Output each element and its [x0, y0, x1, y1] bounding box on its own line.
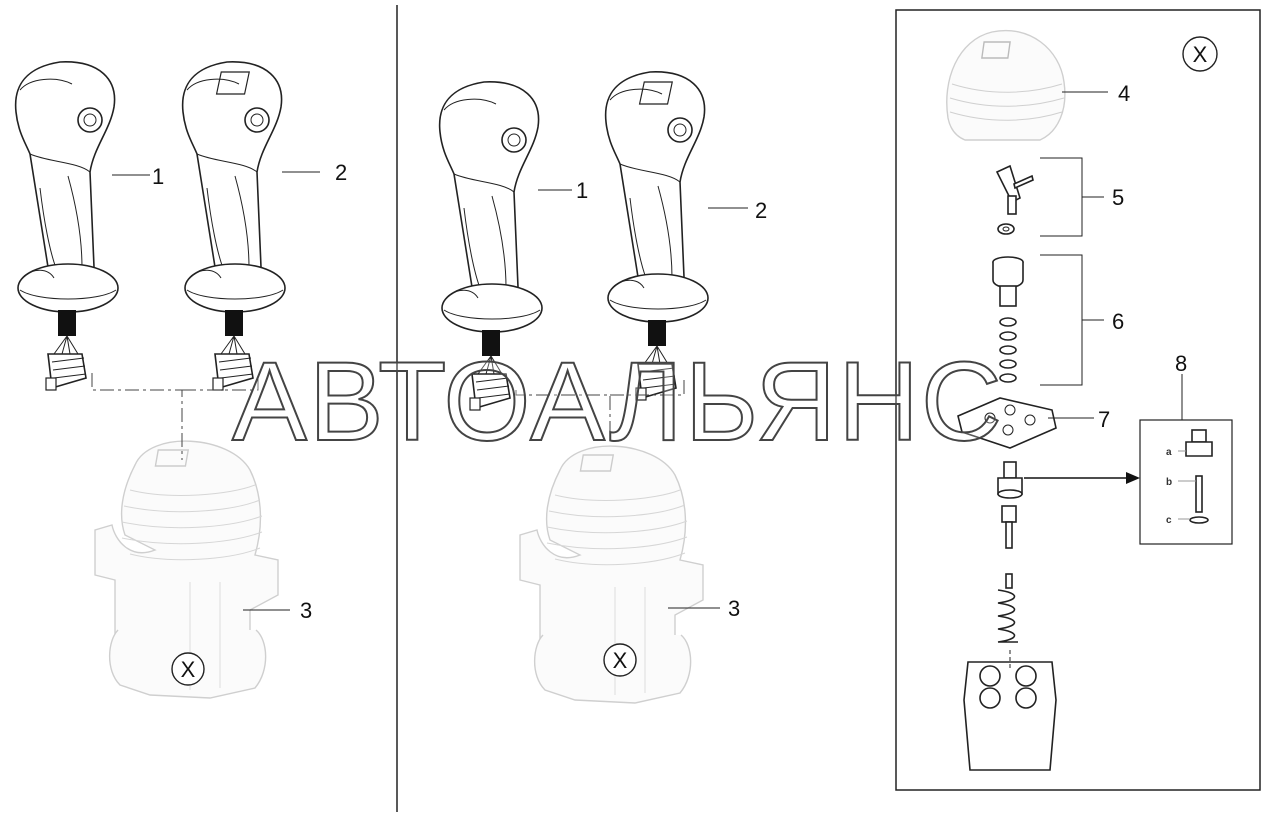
connection-line-b	[515, 378, 685, 440]
detail-marker-text-b: X	[613, 648, 628, 673]
detail-8-parts	[1185, 429, 1213, 524]
subpart-c: c	[1166, 515, 1172, 526]
plate-7	[957, 397, 1057, 449]
plunger-set-6	[992, 256, 1024, 383]
detail-8-frame	[1139, 419, 1233, 545]
callout-5: 5	[1112, 185, 1124, 210]
bracket-6	[1040, 254, 1104, 386]
panel-b: X 1 2 3	[438, 71, 767, 704]
panel-a: X 1 2 3	[14, 61, 347, 699]
valve-insert	[997, 461, 1023, 499]
joystick-handle-2b	[604, 71, 709, 401]
detail-marker-circle-b	[603, 643, 637, 677]
watermark: АВТОАЛЬЯНС	[232, 339, 1004, 464]
boot-top-4	[946, 29, 1066, 141]
detail-marker-circle	[171, 652, 205, 686]
panel-detail-x: X 4 5	[946, 29, 1233, 771]
detail-x-circle	[1182, 36, 1218, 72]
detail-marker-text: X	[181, 657, 196, 682]
connection-line	[91, 373, 259, 460]
callout-1b: 1	[576, 178, 588, 203]
detail-frame	[895, 9, 1261, 791]
callout-2: 2	[335, 160, 347, 185]
joystick-handle-2	[181, 61, 286, 391]
callout-8: 8	[1175, 351, 1187, 376]
stem-spring	[997, 505, 1018, 643]
joystick-handle-1	[14, 61, 119, 391]
callout-3: 3	[300, 598, 312, 623]
callout-3b: 3	[728, 596, 740, 621]
callout-2b: 2	[755, 198, 767, 223]
callout-6: 6	[1112, 309, 1124, 334]
subpart-a: a	[1166, 447, 1172, 458]
callout-4: 4	[1118, 81, 1130, 106]
housing	[963, 650, 1057, 771]
callout-7: 7	[1098, 407, 1110, 432]
subpart-b: b	[1166, 477, 1172, 488]
callout-1: 1	[152, 164, 164, 189]
bracket-5	[1040, 157, 1104, 237]
detail-x-text: X	[1193, 42, 1208, 67]
pin-set-5	[995, 164, 1034, 235]
arrow-head	[1126, 472, 1140, 484]
